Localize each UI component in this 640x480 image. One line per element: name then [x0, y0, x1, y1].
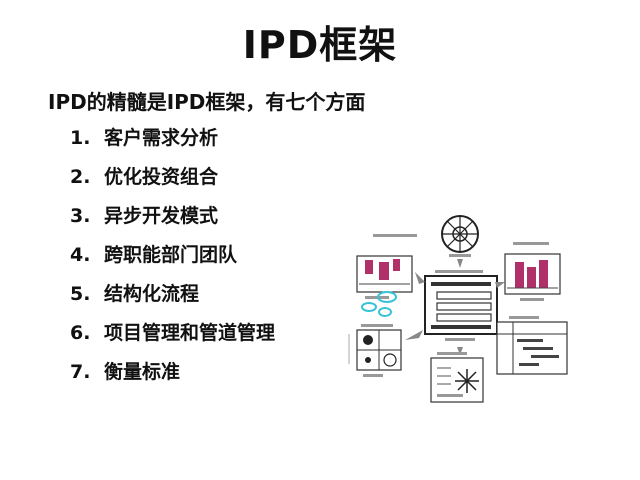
- customer-needs-panel: [356, 234, 417, 299]
- pipeline-management-panel: [504, 242, 561, 301]
- framework-list: 1. 客户需求分析 2. 优化投资组合 3. 异步开发模式 4. 跨职能部门团队 5. 结…: [70, 124, 275, 397]
- ipd-framework-diagram: [345, 212, 585, 407]
- list-item-text: 异步开发模式: [104, 205, 219, 227]
- list-item-text: 衡量标准: [104, 361, 181, 383]
- list-item-text: 跨职能部门团队: [104, 244, 238, 266]
- cyan-rings: [361, 291, 397, 317]
- flow-arrows: [405, 259, 515, 355]
- list-item-text: 项目管理和管道管理: [104, 322, 276, 344]
- project-management-panel: [496, 316, 568, 375]
- list-item-number: 7.: [70, 361, 91, 383]
- list-item-number: 6.: [70, 322, 91, 344]
- list-item: 1. 客户需求分析: [70, 124, 275, 163]
- list-item: 4. 跨职能部门团队: [70, 241, 275, 280]
- list-item-number: 2.: [70, 166, 91, 188]
- list-item-text: 客户需求分析: [104, 127, 219, 149]
- list-item-number: 1.: [70, 127, 91, 149]
- list-item-text: 优化投资组合: [104, 166, 219, 188]
- list-item-number: 5.: [70, 283, 91, 305]
- slide-subtitle: IPD的精髓是IPD框架，有七个方面: [48, 90, 366, 114]
- team-panel: [348, 324, 402, 377]
- list-item: 2. 优化投资组合: [70, 163, 275, 202]
- list-item: 3. 异步开发模式: [70, 202, 275, 241]
- list-item: 6. 项目管理和管道管理: [70, 319, 275, 358]
- slide-title: IPD框架: [242, 23, 398, 67]
- list-item-number: 4.: [70, 244, 91, 266]
- list-item-text: 结构化流程: [104, 283, 200, 305]
- metrics-panel: [430, 352, 484, 403]
- ipd-framework-diagram-graphic: [348, 215, 568, 403]
- list-item-number: 3.: [70, 205, 91, 227]
- portfolio-wheel-panel: [441, 215, 479, 257]
- list-item: 5. 结构化流程: [70, 280, 275, 319]
- list-item: 7. 衡量标准: [70, 358, 275, 397]
- structured-process-panel: [424, 270, 498, 341]
